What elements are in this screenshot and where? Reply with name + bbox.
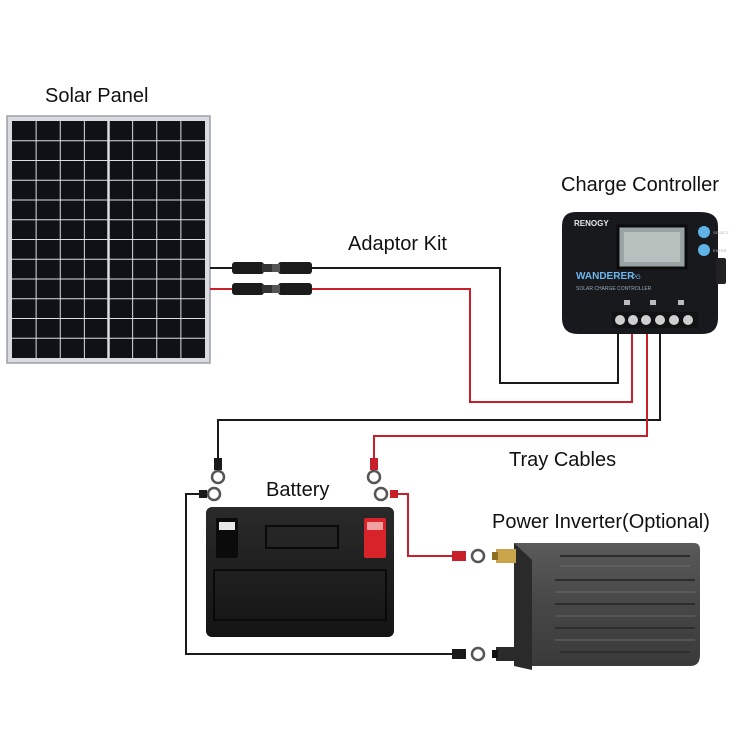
adaptor-kit-label: Adaptor Kit bbox=[348, 233, 447, 255]
inverter-cables bbox=[185, 493, 452, 655]
power-inverter bbox=[492, 543, 700, 670]
controller-model-suffix: PG bbox=[632, 275, 641, 281]
power-inverter-label: Power Inverter(Optional) bbox=[492, 511, 710, 533]
controller-subtitle: SOLAR CHARGE CONTROLLER bbox=[576, 286, 652, 292]
charge-controller: RENOGY WANDERER PG SOLAR CHARGE CONTROLL… bbox=[562, 212, 729, 334]
ring-terminals bbox=[199, 458, 486, 662]
controller-model: WANDERER bbox=[576, 271, 635, 282]
solar-panel bbox=[6, 115, 211, 364]
inverter-positive-terminal bbox=[496, 549, 516, 563]
charge-controller-label: Charge Controller bbox=[561, 174, 719, 196]
select-button[interactable] bbox=[698, 226, 710, 238]
battery bbox=[206, 507, 394, 637]
controller-terminals bbox=[612, 312, 698, 328]
tray-cables-label: Tray Cables bbox=[509, 449, 617, 471]
tray-cables bbox=[217, 333, 661, 458]
mc4-connector-positive bbox=[232, 283, 312, 295]
battery-label: Battery bbox=[266, 479, 330, 501]
mc4-connector-negative bbox=[232, 262, 312, 274]
enter-button[interactable] bbox=[698, 244, 710, 256]
select-button-label: SELECT bbox=[713, 230, 729, 235]
inverter-negative-terminal bbox=[496, 647, 516, 661]
enter-button-label: ENTER bbox=[713, 248, 727, 253]
controller-brand: RENOGY bbox=[574, 219, 609, 228]
solar-panel-label: Solar Panel bbox=[45, 85, 149, 107]
adaptor-kit-wires bbox=[210, 267, 633, 403]
